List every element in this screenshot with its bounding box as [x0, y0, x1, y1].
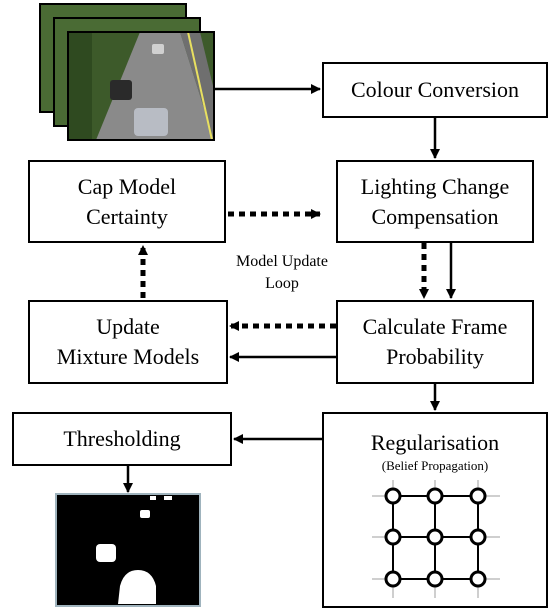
- update-mixture-label-line1: Update: [96, 314, 160, 339]
- model-update-loop-label: Model Update Loop: [222, 251, 342, 295]
- cap-model-label-line1: Cap Model: [77, 173, 177, 199]
- regularisation-title: Regularisation: [370, 430, 500, 455]
- belief-propagation-grid-icon: [372, 480, 500, 598]
- update-mixture-box: Update Mixture Models: [28, 300, 228, 384]
- update-mixture-label-line2: Mixture Models: [56, 344, 200, 369]
- regularisation-box: Regularisation (Belief Propagation): [322, 412, 548, 608]
- cap-model-label-line2: Certainty: [86, 203, 168, 229]
- cap-model-box: Cap Model Certainty: [28, 160, 226, 243]
- video-frames-image: [39, 3, 215, 141]
- calculate-frame-label-line1: Calculate Frame: [362, 314, 508, 339]
- calculate-frame-box: Calculate Frame Probability: [336, 300, 534, 384]
- lighting-change-label-line2: Compensation: [371, 203, 499, 229]
- loop-label-line1: Model Update: [236, 253, 328, 270]
- calculate-frame-label-line2: Probability: [386, 344, 484, 369]
- loop-label-line2: Loop: [265, 275, 299, 292]
- thresholding-box: Thresholding: [12, 412, 232, 466]
- regularisation-subtitle: (Belief Propagation): [381, 458, 489, 473]
- lighting-change-label-line1: Lighting Change: [360, 173, 510, 199]
- lighting-change-box: Lighting Change Compensation: [336, 160, 534, 243]
- colour-conversion-box: Colour Conversion: [322, 62, 548, 118]
- colour-conversion-label: Colour Conversion: [350, 77, 520, 102]
- thresholding-label: Thresholding: [63, 426, 181, 451]
- foreground-mask-image: [55, 493, 201, 607]
